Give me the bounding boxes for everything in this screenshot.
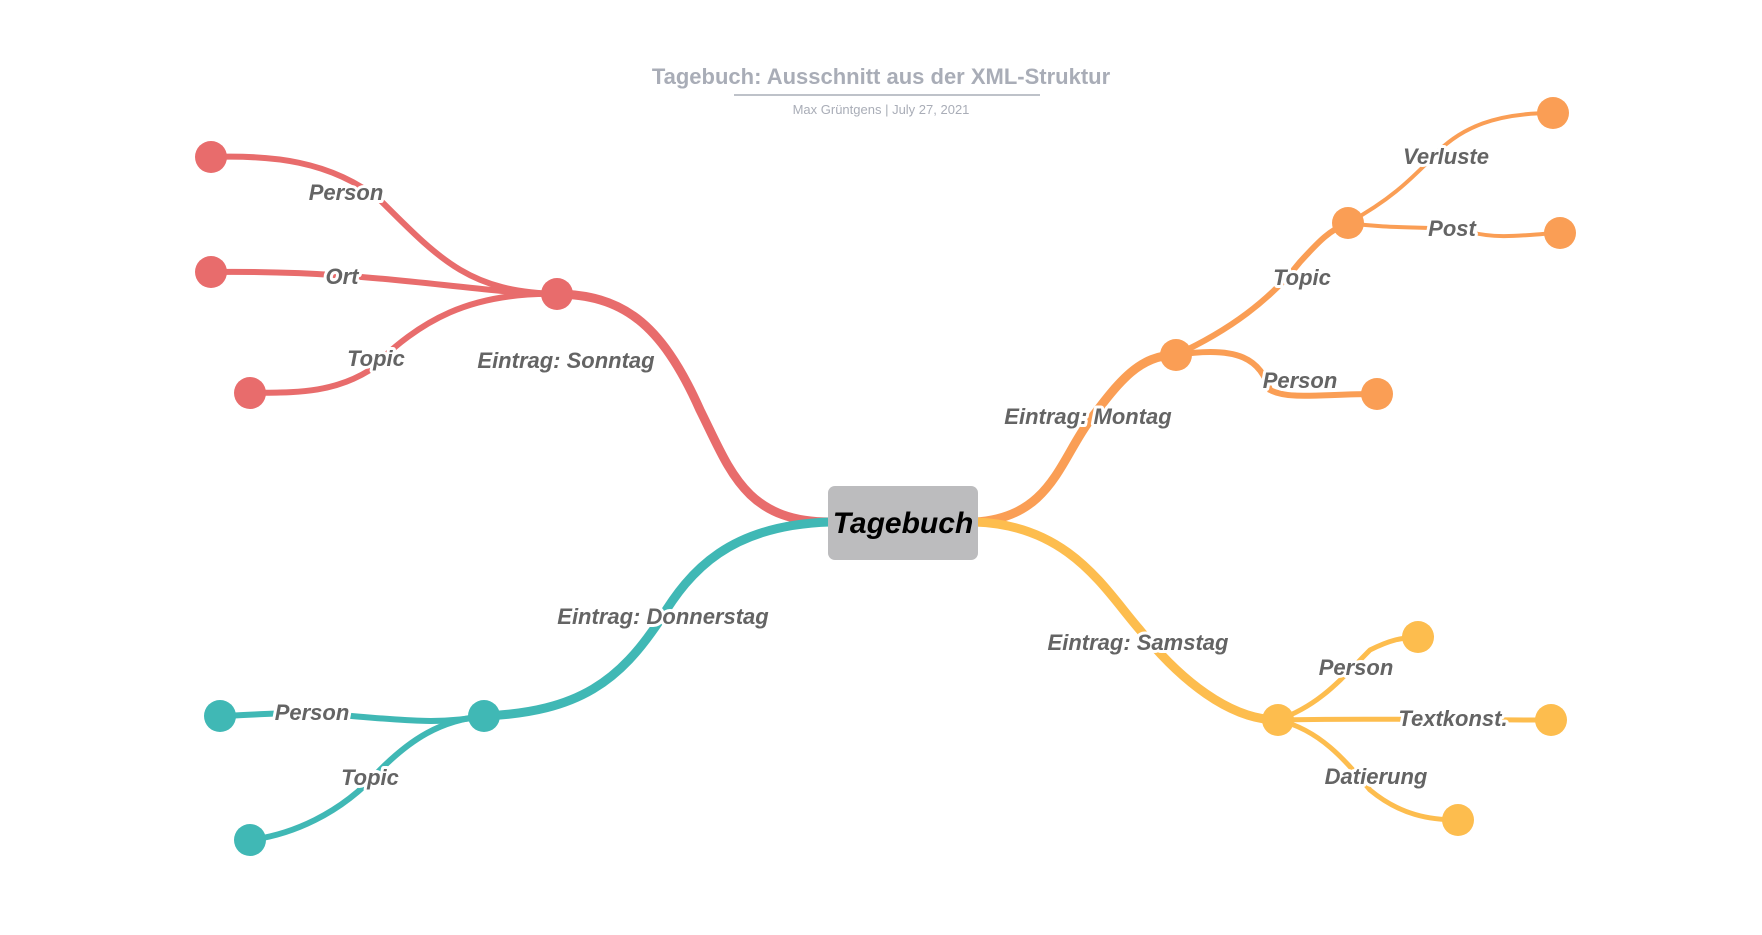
label-samstag-datierung: Datierung bbox=[1325, 764, 1428, 789]
leaf-sonntag-topic[interactable] bbox=[234, 377, 266, 409]
branch-donnerstag: Eintrag: Donnerstag Person Topic bbox=[204, 517, 835, 856]
label-samstag-textkonst: Textkonst. bbox=[1398, 706, 1507, 731]
edge-sonntag-person bbox=[208, 153, 560, 297]
edge-center-samstag bbox=[970, 517, 1283, 725]
branch-sonntag: Eintrag: Sonntag Person Ort Topic bbox=[195, 141, 835, 527]
node-samstag[interactable] bbox=[1262, 704, 1294, 736]
label-sonntag-topic: Topic bbox=[347, 346, 405, 371]
leaf-topic-verluste[interactable] bbox=[1537, 97, 1569, 129]
leaf-samstag-textkonst[interactable] bbox=[1535, 704, 1567, 736]
center-node-label: Tagebuch bbox=[833, 507, 974, 540]
edge-donnerstag-person bbox=[217, 709, 487, 724]
edge-center-donnerstag bbox=[479, 517, 835, 721]
edge-topic-post bbox=[1346, 221, 1562, 239]
edge-samstag-person bbox=[1275, 634, 1421, 723]
node-sonntag[interactable] bbox=[541, 278, 573, 310]
label-sonntag-person: Person bbox=[309, 180, 384, 205]
leaf-samstag-person[interactable] bbox=[1402, 621, 1434, 653]
branch-samstag: Eintrag: Samstag Person Textkonst. Datie… bbox=[970, 517, 1567, 836]
label-montag-topic: Topic bbox=[1273, 265, 1331, 290]
center-node-box[interactable] bbox=[828, 486, 978, 560]
diagram-title: Tagebuch: Ausschnitt aus der XML-Struktu… bbox=[652, 64, 1111, 89]
label-sonntag-ort: Ort bbox=[326, 264, 361, 289]
label-montag: Eintrag: Montag bbox=[1004, 404, 1172, 429]
edge-center-montag bbox=[970, 350, 1181, 527]
label-sonntag: Eintrag: Sonntag bbox=[477, 348, 655, 373]
node-montag[interactable] bbox=[1160, 339, 1192, 371]
label-post: Post bbox=[1428, 216, 1477, 241]
edge-donnerstag-topic bbox=[247, 713, 487, 843]
label-donnerstag: Eintrag: Donnerstag bbox=[557, 604, 769, 629]
leaf-topic-post[interactable] bbox=[1544, 217, 1576, 249]
edge-topic-verluste bbox=[1346, 111, 1555, 225]
edge-samstag-textkonst bbox=[1275, 716, 1554, 723]
label-samstag: Eintrag: Samstag bbox=[1048, 630, 1229, 655]
edge-montag-person bbox=[1173, 349, 1380, 399]
leaf-montag-person[interactable] bbox=[1361, 378, 1393, 410]
leaf-sonntag-person[interactable] bbox=[195, 141, 227, 173]
diagram-subtitle: Max Grüntgens | July 27, 2021 bbox=[793, 102, 970, 117]
branch-montag: Eintrag: Montag Topic Person Verluste Po… bbox=[970, 97, 1576, 527]
center-node[interactable]: Tagebuch bbox=[828, 486, 978, 560]
leaf-donnerstag-topic[interactable] bbox=[234, 824, 266, 856]
label-samstag-person: Person bbox=[1319, 655, 1394, 680]
edge-sonntag-topic bbox=[247, 290, 560, 396]
edge-samstag-datierung bbox=[1275, 717, 1461, 823]
leaf-samstag-datierung[interactable] bbox=[1442, 804, 1474, 836]
label-donnerstag-person: Person bbox=[275, 700, 350, 725]
label-donnerstag-topic: Topic bbox=[341, 765, 399, 790]
label-verluste: Verluste bbox=[1403, 144, 1489, 169]
node-donnerstag[interactable] bbox=[468, 700, 500, 732]
edge-center-sonntag bbox=[552, 289, 835, 527]
leaf-donnerstag-person[interactable] bbox=[204, 700, 236, 732]
edge-sonntag-ort bbox=[208, 268, 560, 297]
leaf-sonntag-ort[interactable] bbox=[195, 256, 227, 288]
edge-montag-topic bbox=[1173, 220, 1351, 358]
label-montag-person: Person bbox=[1263, 368, 1338, 393]
node-montag-topic[interactable] bbox=[1332, 207, 1364, 239]
